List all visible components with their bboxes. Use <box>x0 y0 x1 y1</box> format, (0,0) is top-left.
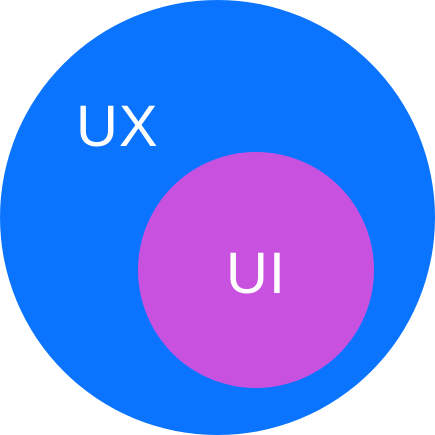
ui-circle <box>138 152 374 388</box>
ui-label: UI <box>226 241 286 306</box>
ux-label: UX <box>76 94 159 159</box>
